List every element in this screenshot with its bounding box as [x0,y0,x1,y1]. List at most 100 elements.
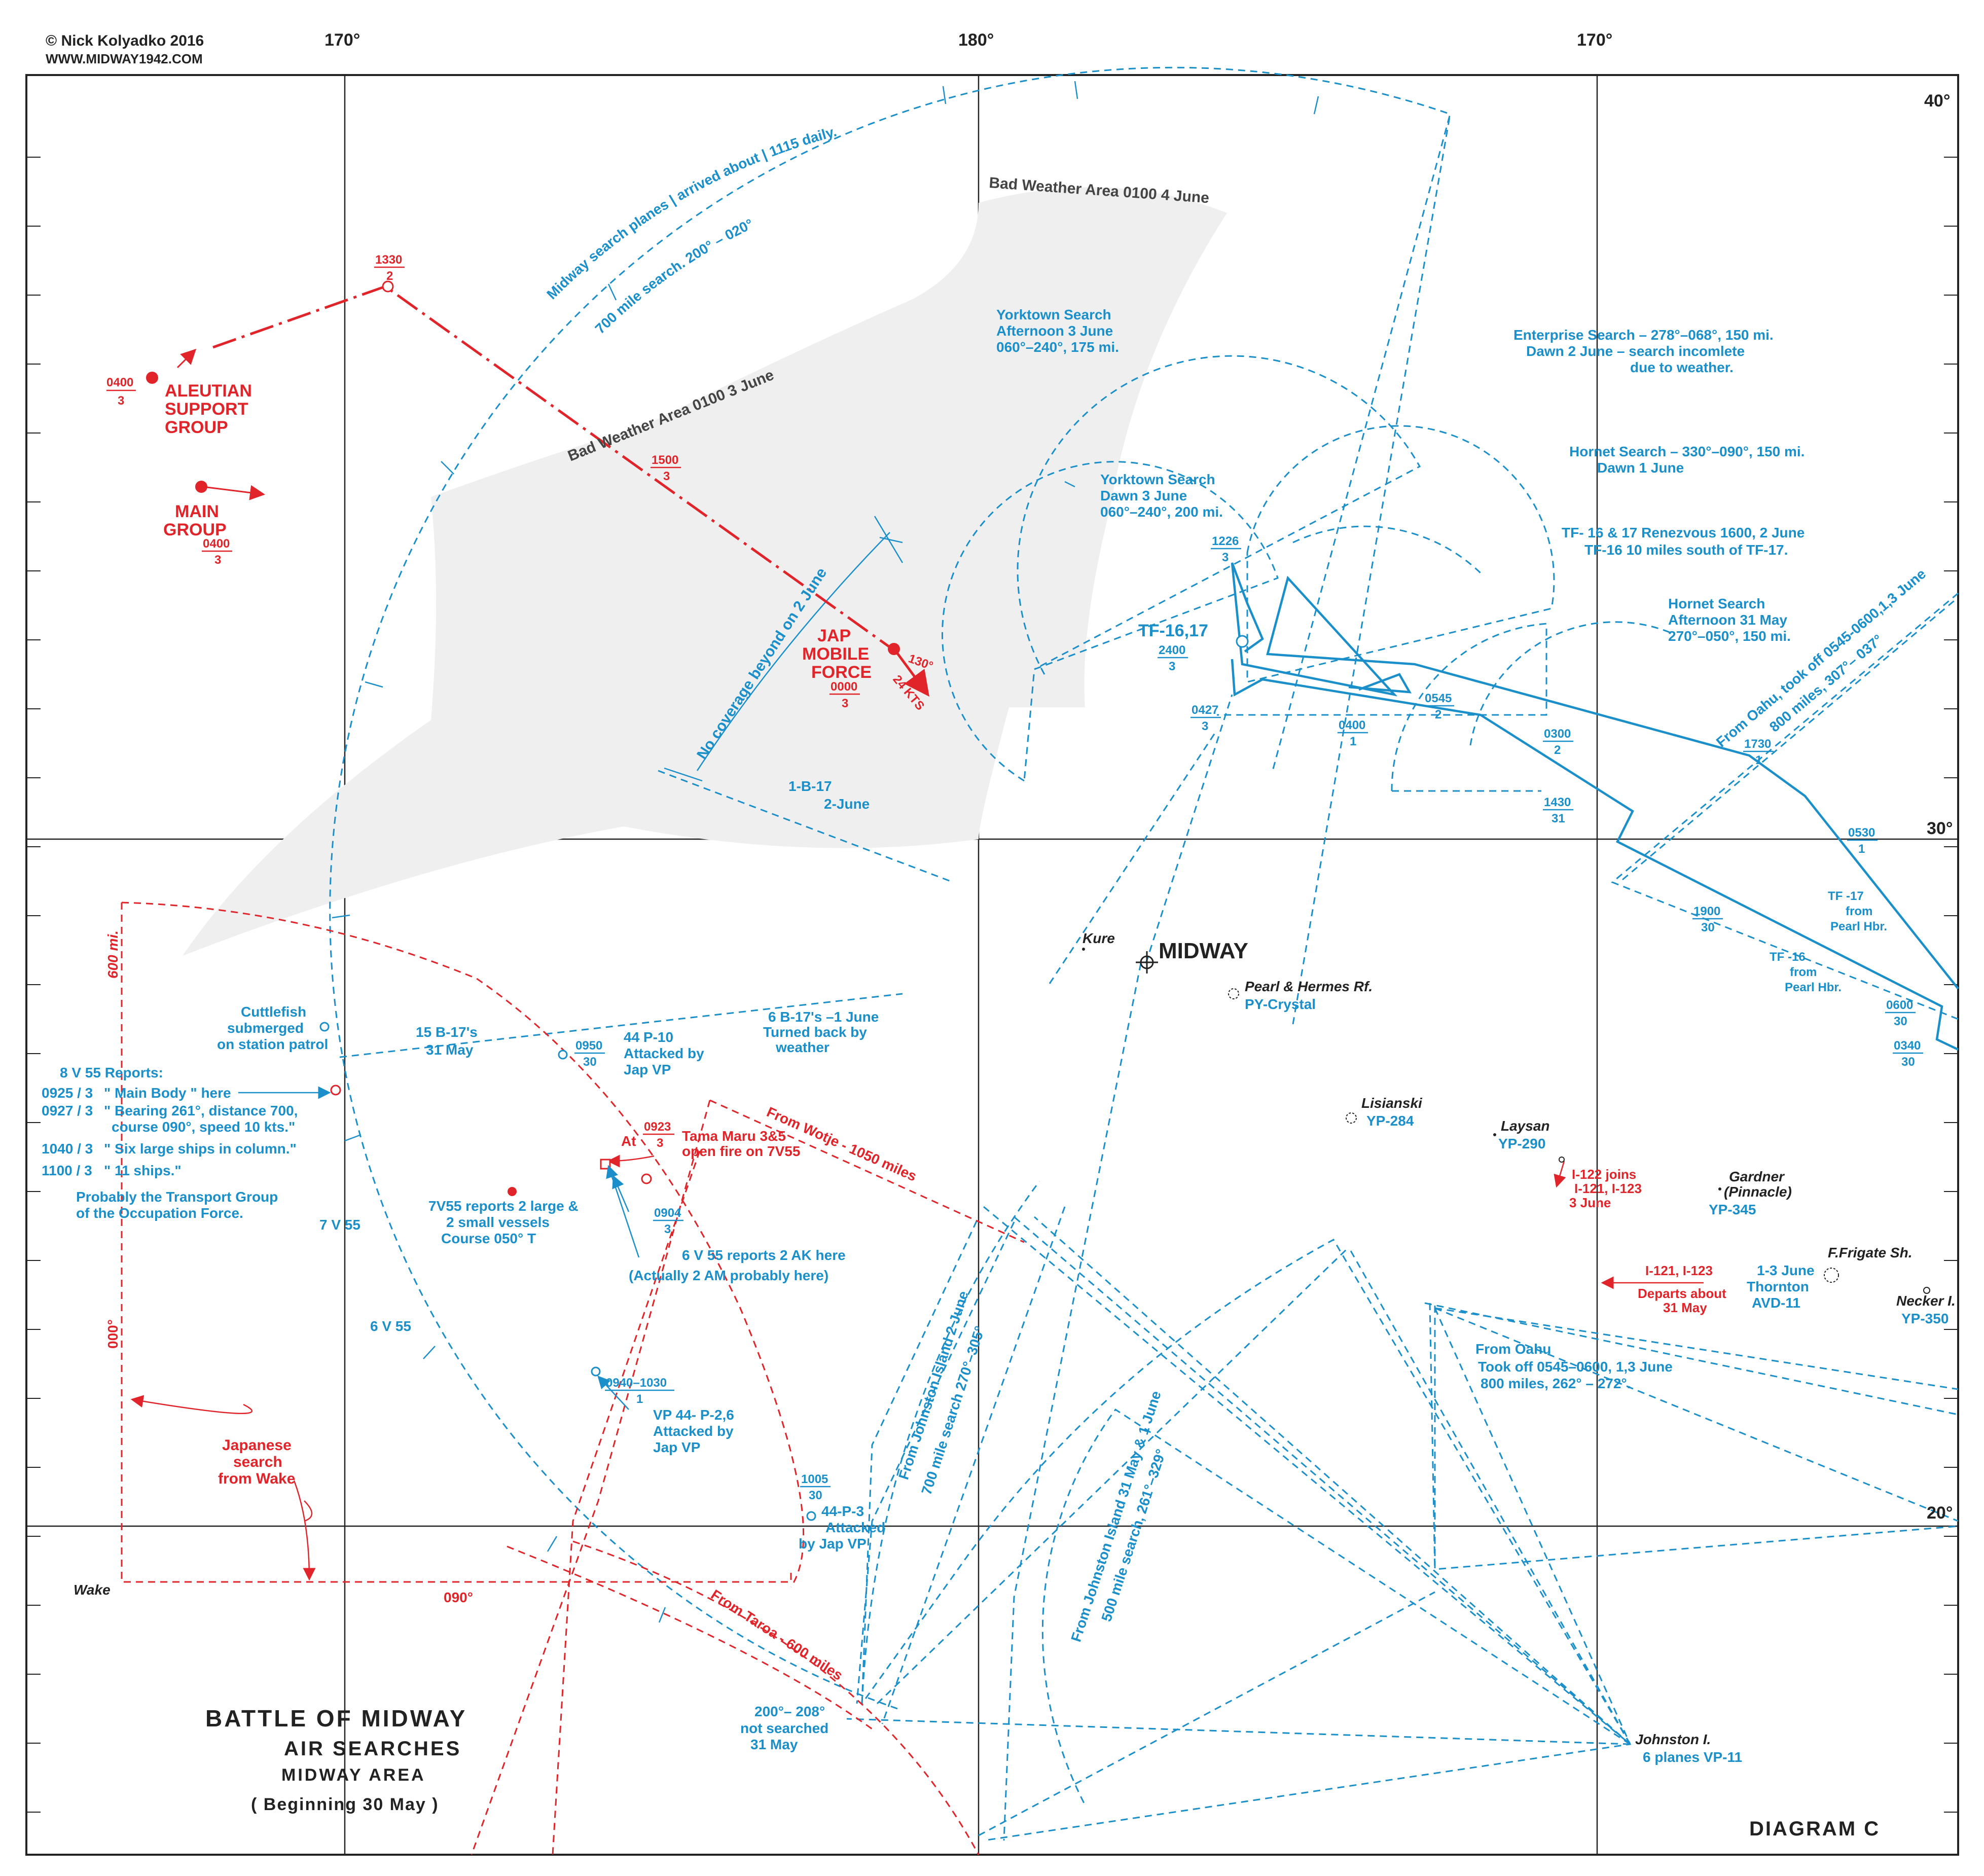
b17s-31may-l1: 15 B-17's [416,1024,478,1040]
r0927-text1: " Bearing 261°, distance 700, [104,1103,298,1119]
tama-maru-l1: Tama Maru 3&5 [682,1128,786,1144]
carrier-search-sectors [942,355,1674,984]
main-body-sighting [330,1085,341,1096]
midway-search-arc [329,66,1451,1710]
from-oahu-se-l1: From Oahu [1475,1341,1551,1357]
p10-l3: Jap VP [624,1062,671,1077]
tf17-l3: Pearl Hbr. [1830,920,1887,933]
cuttlefish-l3: on station patrol [217,1036,328,1052]
i122-l2: I-121, I-123 [1574,1181,1642,1196]
from-oahu-se-l3: 800 miles, 262° – 272°. [1481,1376,1631,1391]
t1430: 1430 [1544,796,1571,809]
t0923-day: 3 [657,1136,663,1150]
from-oahu-se-l2: Took off 0545–0600, 1,3 June [1478,1359,1673,1375]
vp44-l2: Attacked by [653,1423,734,1439]
lisianski-label: Lisianski [1361,1095,1423,1111]
laysan-unit: YP-290 [1498,1136,1545,1151]
island-marks [1082,948,1930,1294]
t0545-day: 2 [1435,708,1441,721]
t0300-day: 2 [1554,743,1561,757]
t2400: 2400 [1159,643,1185,657]
bearing-090: 090° [444,1590,473,1605]
aleutian-day: 3 [118,394,124,408]
latitude-ticks [26,157,1958,1813]
hornet-aft-l1: Hornet Search [1668,596,1765,611]
aleutian-group-l2: SUPPORT [165,400,248,419]
b17-2june-l2: 2-June [824,796,870,812]
p3-l2: Attacked [825,1520,885,1535]
p3-l1: 44-P-3 [821,1503,864,1519]
yorktown-aft-l1: Yorktown Search [996,307,1111,322]
title-line3: MIDWAY AREA [281,1765,426,1785]
thornton-l2: Thornton [1747,1279,1809,1294]
v7-reports-l3: Course 050° T [441,1231,536,1246]
t0904-day: 3 [664,1222,671,1236]
t1330-day: 2 [386,269,393,283]
cuttlefish-l2: submerged [227,1020,304,1036]
jmf-l1: JAP [817,626,851,645]
aleutian-time: 0400 [106,376,133,389]
vp44-l3: Jap VP [653,1439,700,1455]
hornet-aft-l2: Afternoon 31 May [1668,612,1787,628]
cuttlefish-l1: Cuttlefish [241,1004,306,1020]
enterprise-l2: Dawn 2 June – search incomlete [1526,343,1745,359]
t0340-day: 30 [1901,1055,1915,1069]
r0925-time: 0925 / 3 [42,1085,93,1101]
v55-reports-title: 8 V 55 Reports: [60,1065,163,1080]
jmf-l2: MOBILE [802,644,869,664]
yorktown-aft-l3: 060°–240°, 175 mi. [996,339,1119,355]
t0923: 0923 [644,1120,671,1134]
main-group-l2: GROUP [163,520,227,539]
hornet-dawn-l1: Hornet Search – 330°–090°, 150 mi. [1569,444,1805,459]
jmf-time: 0000 [831,680,857,694]
ffrigate-label: F.Frigate Sh. [1828,1245,1912,1260]
bad-weather-area [183,187,1227,956]
t0340: 0340 [1894,1039,1921,1053]
t1500: 1500 [652,453,678,467]
tf17-l2: from [1846,905,1872,918]
gardner-label: Gardner [1729,1169,1785,1184]
r1040-time: 1040 / 3 [42,1141,93,1157]
enterprise-l3: due to weather. [1630,359,1734,375]
probably-l1: Probably the Transport Group [76,1189,278,1205]
japanese-tracks [121,280,1704,1855]
b17s-1june-l3: weather [775,1039,829,1055]
t0300: 0300 [1544,727,1571,741]
i121-l3: 31 May [1663,1300,1707,1315]
t0400-day: 1 [1350,735,1356,748]
not-searched-l3: 31 May [750,1737,798,1752]
wake-search-l3: from Wake [218,1470,295,1487]
tf-rendezvous-l1: TF- 16 & 17 Renezvous 1600, 2 June [1562,525,1805,540]
t1226-day: 3 [1222,551,1229,564]
midway-label: MIDWAY [1159,939,1248,963]
t1730-day: 1 [1755,753,1762,767]
range-600: 600 mi. [105,930,121,979]
r0925-text: " Main Body " here [104,1085,231,1101]
title-line1: BATTLE OF MIDWAY [205,1705,467,1731]
thornton-l3: AVD-11 [1752,1295,1800,1311]
t0950: 0950 [575,1039,602,1053]
b17s-1june-l2: Turned back by [763,1024,867,1040]
hornet-dawn-l2: Dawn 1 June [1597,460,1684,476]
copyright: © Nick Kolyadko 2016 [46,32,204,49]
b17s-1june-l1: 6 B-17's –1 June [768,1009,879,1025]
lat-label-30: 30° [1927,819,1953,838]
lat-label-20: 20° [1927,1503,1953,1523]
i122-l1: I-122 joins [1572,1167,1636,1182]
tf1617-label: TF-16,17 [1138,621,1208,640]
v6-reports-l1: 6 V 55 reports 2 AK here [682,1247,846,1263]
laysan-label: Laysan [1501,1118,1550,1134]
t0940: 0940–1030 [606,1376,667,1390]
t2400-day: 3 [1169,660,1175,673]
main-group-time: 0400 [203,537,230,551]
t0530: 0530 [1848,826,1875,840]
t0940-day: 1 [636,1392,643,1406]
b17-2june-l1: 1-B-17 [788,778,832,794]
p10-l2: Attacked by [624,1045,704,1061]
lisianski-unit: YP-284 [1366,1113,1414,1129]
t0600-day: 30 [1894,1015,1907,1028]
i121-l1: I-121, I-123 [1645,1263,1713,1278]
v6-reports-l2: (Actually 2 AM probably here) [629,1268,828,1283]
t1900: 1900 [1693,905,1720,918]
lat-label-40: 40° [1924,91,1950,111]
